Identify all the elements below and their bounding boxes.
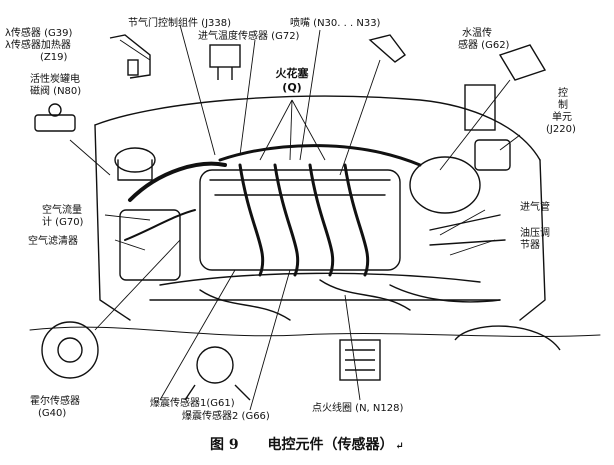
brake-booster [409,156,481,214]
label-oil-regulator-line1: 油压调 [520,228,550,239]
hood-outline [94,95,541,161]
intake-temp-sensor-sketch [209,44,241,68]
label-j338: 节气门控制组件 (J338) [128,18,232,29]
lambda-sensor-sketch [109,34,151,79]
hall-sensor-sketch [41,321,99,379]
label-spark-plug-line2: (Q) [282,81,302,94]
label-n30: 喷嘴 (N30. . . N33) [290,18,381,29]
label-j220-line3: 单元 [552,112,572,123]
air-filter-box [119,209,181,281]
label-g61: 爆震传感器1(G61) [150,398,235,409]
figure-number: 图 9 [210,437,239,453]
label-z19-line2: (Z19) [40,52,68,63]
engine-block [199,169,401,271]
water-temp-sensor-sketch [498,44,547,81]
label-g72: 进气温度传感器 (G72) [198,31,300,42]
label-g70-line2: 计 (G70) [42,217,84,228]
figure-title: 电控元件（传感器） [267,437,394,453]
label-g40-line1: 霍尔传感器 [30,396,80,407]
engine-line-art [29,24,601,411]
injector-sketch [368,34,406,63]
label-g62-line1: 水温传 [462,28,492,39]
label-air-filter: 空气滤清器 [28,236,78,247]
label-n128: 点火线圈 (N, N128) [312,403,404,414]
label-g62-line2: 感器 (G62) [458,40,510,51]
figure-caption: 图 9 电控元件（传感器）↵ [0,434,614,454]
label-g39: λ传感器 (G39) [5,28,73,39]
knock-sensor-1-sketch [196,346,234,384]
label-g40-line2: (G40) [38,408,67,419]
ignition-coil-sketch [339,339,381,381]
label-n80-line2: 磁阀 (N80) [30,86,82,97]
label-z19-line1: λ传感器加热器 [5,40,71,51]
label-j220-line1: 控 [558,88,568,99]
label-oil-regulator-line2: 节器 [520,240,540,251]
label-n80-line1: 活性炭罐电 [30,74,80,85]
label-spark-plug-line1: 火花塞 [275,67,309,80]
return-mark: ↵ [395,441,404,452]
carbon-canister-valve-sketch [34,114,76,132]
label-j220-line4: (J220) [546,124,576,135]
label-g66: 爆震传感器2 (G66) [182,411,270,422]
label-g70-line1: 空气流量 [42,205,82,216]
label-intake-pipe: 进气管 [520,202,550,213]
label-j220-line2: 制 [558,100,568,111]
control-unit-sketch [464,84,496,131]
